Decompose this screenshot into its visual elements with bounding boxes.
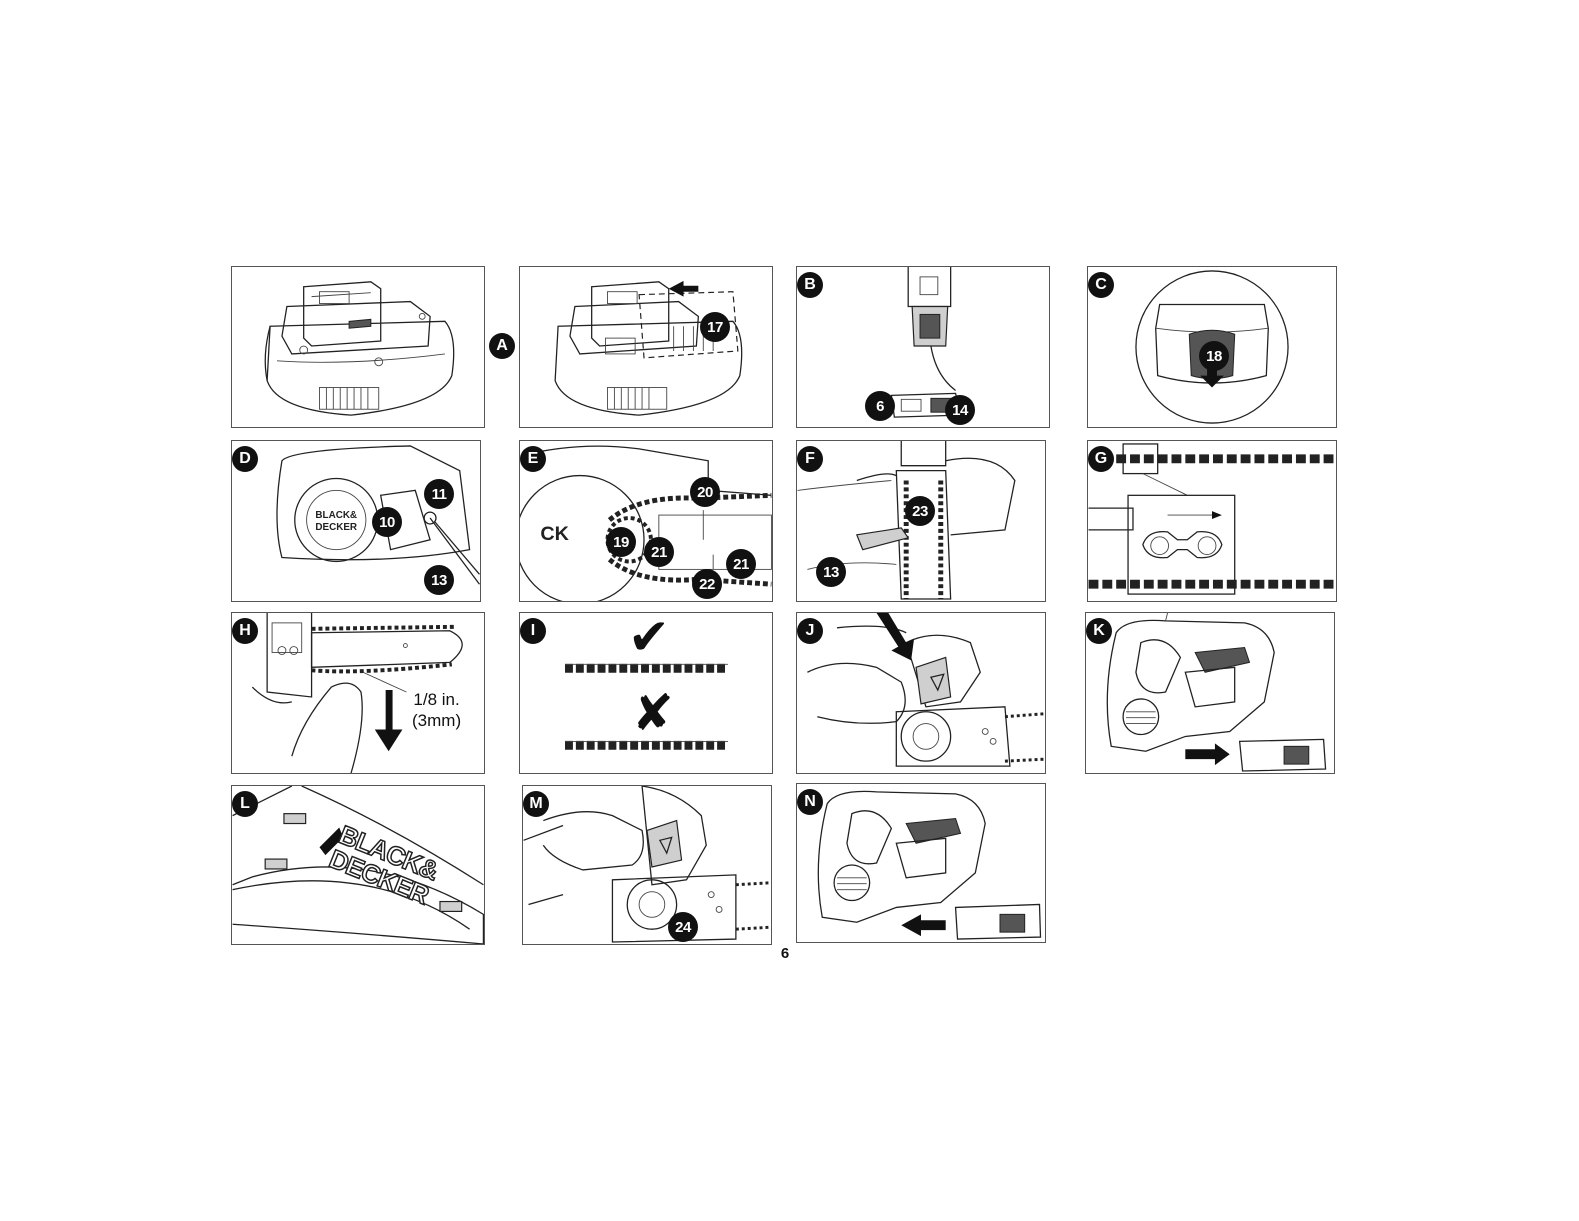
figure-label-e: E bbox=[520, 446, 546, 472]
slack-measurement-imperial: 1/8 in. bbox=[412, 689, 461, 710]
page-number: 6 bbox=[775, 945, 795, 962]
correct-check-icon: ✔ bbox=[628, 612, 670, 665]
battery-pack-illustration bbox=[232, 267, 484, 427]
tension-release-illustration bbox=[523, 786, 771, 944]
callout-18: 18 bbox=[1199, 341, 1229, 371]
figure-label-f: F bbox=[797, 446, 823, 472]
callout-21-left: 21 bbox=[644, 537, 674, 567]
figure-label-c: C bbox=[1088, 272, 1114, 298]
figure-label-i: I bbox=[520, 618, 546, 644]
callout-19: 19 bbox=[606, 527, 636, 557]
figure-charger-plugged: 6 14 B bbox=[796, 266, 1050, 428]
figure-label-j: J bbox=[797, 618, 823, 644]
slack-measurement-metric: (3mm) bbox=[412, 710, 461, 731]
figure-chain-direction: G bbox=[1087, 440, 1337, 602]
battery-insert-illustration bbox=[1086, 613, 1334, 773]
callout-17: 17 bbox=[700, 312, 730, 342]
callout-21-right: 21 bbox=[726, 549, 756, 579]
callout-13: 13 bbox=[424, 565, 454, 595]
figure-label-g: G bbox=[1088, 446, 1114, 472]
battery-remove-illustration bbox=[797, 784, 1045, 942]
svg-text:BLACK&: BLACK& bbox=[315, 510, 357, 521]
callout-10: 10 bbox=[372, 507, 402, 537]
figure-label-m: M bbox=[523, 791, 549, 817]
figure-chain-tension: 23 13 F bbox=[796, 440, 1046, 602]
figure-label-k: K bbox=[1086, 618, 1112, 644]
figure-charger-attach: 17 bbox=[519, 266, 773, 428]
svg-text:CK: CK bbox=[540, 523, 569, 545]
figure-label-a: A bbox=[489, 333, 515, 359]
chain-direction-illustration bbox=[1088, 441, 1336, 601]
figure-battery-insert: K bbox=[1085, 612, 1335, 774]
callout-13-f: 13 bbox=[816, 557, 846, 587]
figure-label-d: D bbox=[232, 446, 258, 472]
figure-battery-pack bbox=[231, 266, 485, 428]
callout-23: 23 bbox=[905, 496, 935, 526]
callout-24: 24 bbox=[668, 912, 698, 942]
tension-lock-illustration bbox=[797, 613, 1045, 773]
figure-cover-removal: BLACK& DECKER 11 10 13 D bbox=[231, 440, 481, 602]
figure-label-l: L bbox=[232, 791, 258, 817]
incorrect-x-icon: ✘ bbox=[632, 685, 674, 741]
callout-22: 22 bbox=[692, 569, 722, 599]
figure-label-b: B bbox=[797, 272, 823, 298]
svg-text:DECKER: DECKER bbox=[315, 522, 357, 533]
figure-battery-remove: N bbox=[796, 783, 1046, 943]
callout-6: 6 bbox=[865, 391, 895, 421]
figure-charge-indicator: 18 C bbox=[1087, 266, 1337, 428]
figure-tension-lock: J bbox=[796, 612, 1046, 774]
callout-14: 14 bbox=[945, 395, 975, 425]
charger-outlet-illustration bbox=[797, 267, 1049, 427]
figure-label-h: H bbox=[232, 618, 258, 644]
figure-chain-check: ✔ ✘ I bbox=[519, 612, 773, 774]
figure-chain-install: CK 20 19 21 21 22 E bbox=[519, 440, 773, 602]
callout-20: 20 bbox=[690, 477, 720, 507]
figure-label-n: N bbox=[797, 789, 823, 815]
figure-tension-release: 24 M bbox=[522, 785, 772, 945]
charger-attach-illustration bbox=[520, 267, 772, 427]
slack-measurement: 1/8 in. (3mm) bbox=[412, 689, 461, 731]
callout-11: 11 bbox=[424, 479, 454, 509]
figure-chain-slack: 1/8 in. (3mm) H bbox=[231, 612, 485, 774]
figure-guide-bar: BLACK& DECKER L bbox=[231, 785, 485, 945]
